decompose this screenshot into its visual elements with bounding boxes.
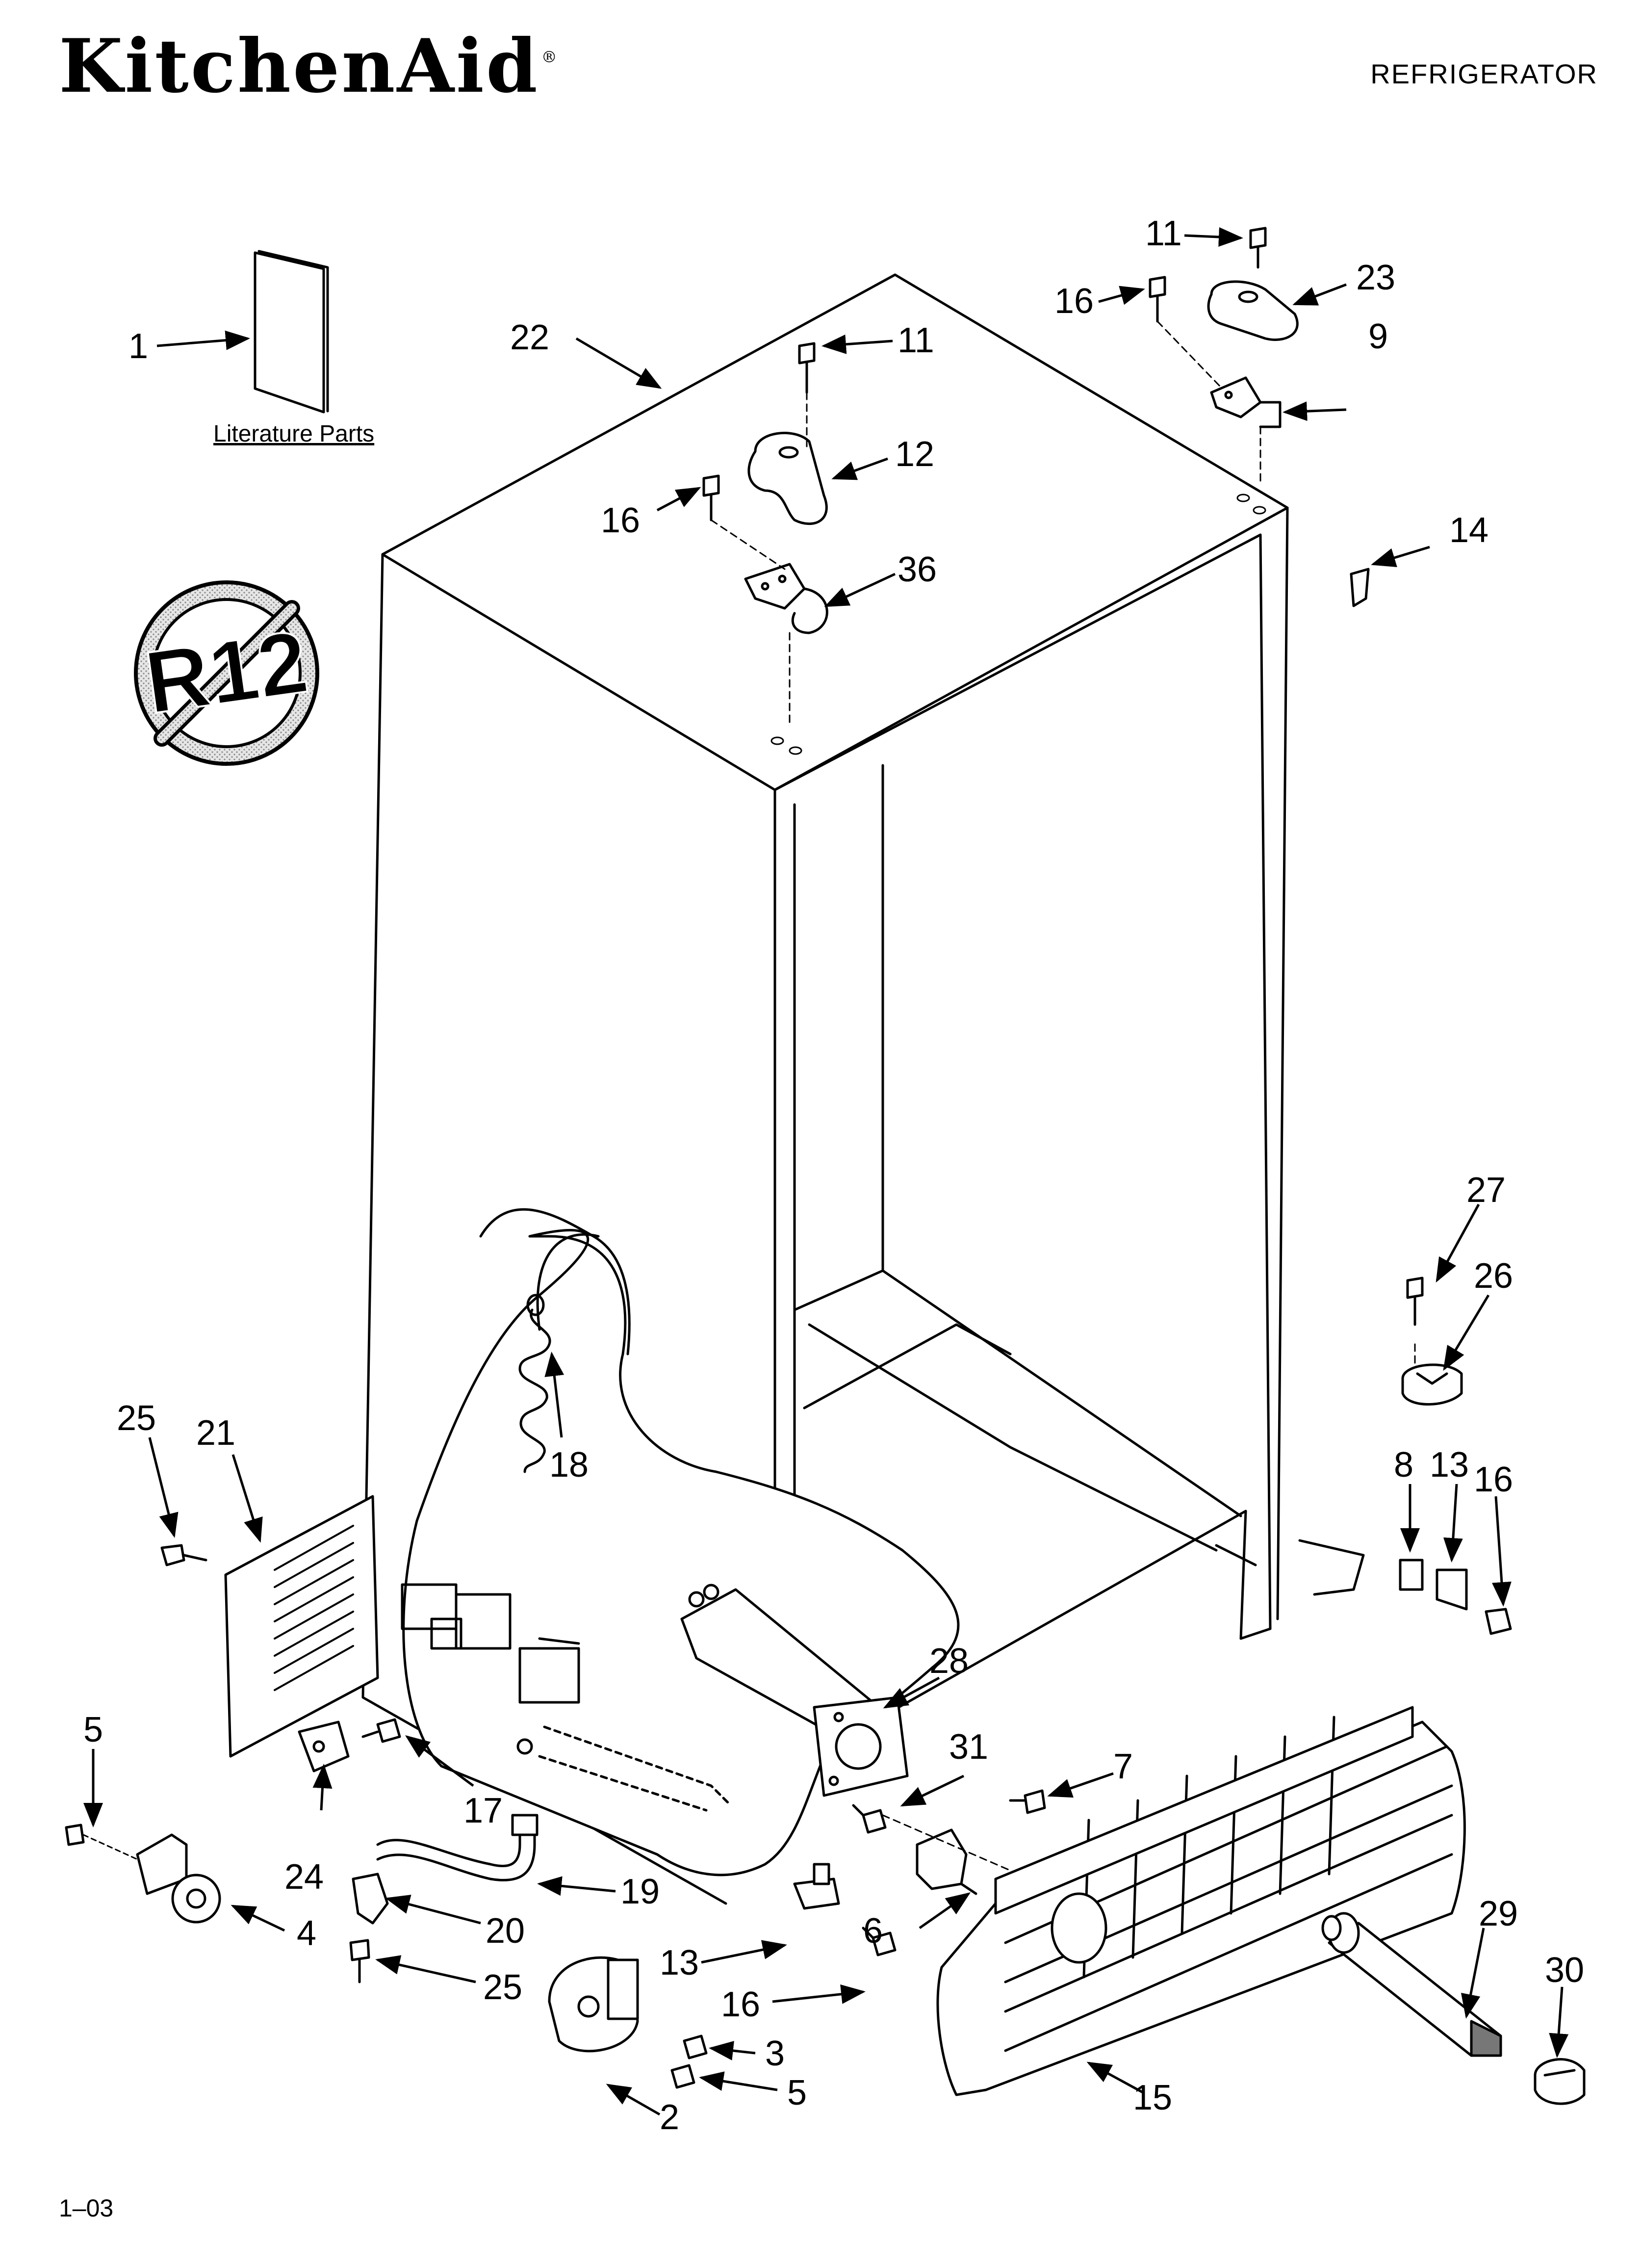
callout-4: 4: [297, 1914, 316, 1953]
item-28-housing: [680, 1584, 909, 1797]
base-grille-15: [936, 1706, 1466, 2096]
hinge-pin-14: [1350, 568, 1370, 607]
clip-20: [352, 1873, 389, 1925]
bracket-13-bottom: [793, 1863, 840, 1910]
screws-top: [702, 227, 1267, 521]
callout-16: 16: [1474, 1460, 1513, 1499]
cabinet-holes: [770, 494, 1266, 755]
filter-29: [1321, 1912, 1502, 2057]
callout-36: 36: [898, 550, 937, 589]
callout-16: 16: [1054, 282, 1094, 321]
cap-30: [1534, 2058, 1586, 2105]
callout-arrows: [83, 227, 1569, 2116]
callout-23: 23: [1356, 258, 1395, 297]
tube-19: [376, 1814, 539, 1881]
literature-parts-label: Literature Parts: [213, 421, 374, 447]
callout-25: 25: [117, 1399, 156, 1438]
r12-badge-text: R12: [139, 612, 313, 732]
right-parts-27-26: [1298, 1277, 1512, 1635]
callout-5: 5: [83, 1710, 103, 1749]
callout-27: 27: [1466, 1171, 1506, 1210]
callout-16: 16: [721, 1985, 760, 2024]
callout-14: 14: [1449, 511, 1488, 550]
callout-30: 30: [1545, 1951, 1584, 1990]
category-title: REFRIGERATOR: [1370, 58, 1598, 89]
callout-1: 1: [128, 327, 148, 366]
callout-8: 8: [1394, 1445, 1413, 1485]
callout-26: 26: [1474, 1256, 1513, 1296]
callout-13: 13: [1430, 1445, 1469, 1485]
callout-31: 31: [949, 1727, 988, 1767]
callout-7: 7: [1113, 1747, 1133, 1786]
side-grille-21: [224, 1495, 379, 1758]
literature-booklet: [254, 250, 329, 414]
callout-12: 12: [895, 435, 934, 474]
callout-21: 21: [196, 1413, 235, 1453]
screw-17: [361, 1718, 401, 1743]
callout-18: 18: [549, 1445, 589, 1485]
callout-24: 24: [284, 1857, 324, 1897]
no-r12-badge: [134, 580, 319, 766]
callout-22: 22: [510, 318, 549, 357]
callout-9: 9: [1368, 317, 1388, 356]
callout-6: 6: [863, 1911, 883, 1951]
callout-3: 3: [765, 2034, 785, 2073]
screw-5-left: [65, 1824, 138, 1860]
callout-29: 29: [1479, 1894, 1518, 1933]
callout-5: 5: [787, 2073, 807, 2112]
callout-11: 11: [898, 321, 934, 360]
hinge-2: [548, 1956, 639, 2053]
cabinet-outline: [361, 273, 1289, 1905]
bracket-24: [298, 1721, 350, 1773]
center-top-hinge-12: [747, 432, 828, 525]
callout-2: 2: [660, 2098, 679, 2137]
screw-25-left: [160, 1544, 207, 1566]
callout-17: 17: [463, 1791, 503, 1830]
callout-20: 20: [486, 1911, 525, 1951]
brand-logo: KitchenAid®: [59, 23, 559, 109]
part-6: [916, 1828, 977, 1895]
right-top-hinge-23: [1207, 280, 1299, 341]
callout-19: 19: [620, 1872, 660, 1911]
callout-15: 15: [1133, 2078, 1172, 2117]
roller-4: [136, 1833, 221, 1924]
callout-28: 28: [929, 1642, 969, 1681]
callout-25: 25: [483, 1968, 522, 2007]
drain-coil-18: [518, 1294, 551, 1473]
callout-16: 16: [601, 501, 640, 540]
page-code: 1–03: [59, 2194, 114, 2222]
callout-13: 13: [660, 1943, 699, 1982]
screws-3-5-16: [670, 1789, 1046, 2089]
callout-labels: 1 22 11 12 16 36 11 16 23 9 14 27 26 8 1…: [83, 214, 1584, 2137]
right-hinge-bracket-9: [1210, 376, 1282, 428]
screw-25-bottom: [349, 1939, 370, 1983]
callout-11: 11: [1145, 214, 1182, 253]
